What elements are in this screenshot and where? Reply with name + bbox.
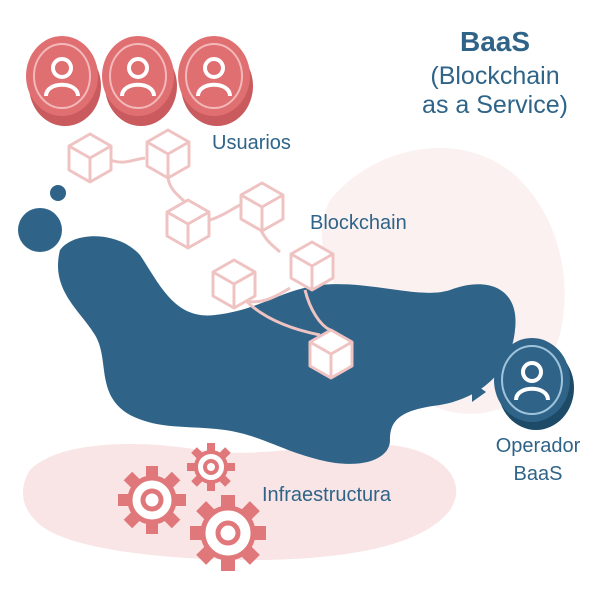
title-subtitle: (Blockchain as a Service) bbox=[395, 62, 595, 120]
label-operator-line2: BaaS bbox=[513, 463, 563, 485]
user-icon bbox=[514, 361, 550, 401]
cube-icon bbox=[289, 240, 335, 292]
gear-icon bbox=[190, 495, 266, 571]
label-users: Usuarios bbox=[212, 132, 291, 154]
navy-dot-small bbox=[50, 185, 66, 201]
navy-dot-large bbox=[18, 208, 62, 252]
cube-icon bbox=[211, 258, 257, 310]
operator-coin bbox=[494, 338, 574, 430]
label-infrastructure: Infraestructura bbox=[262, 484, 391, 506]
users-group bbox=[26, 36, 253, 126]
gear-icon bbox=[187, 443, 235, 491]
infrastructure-blob bbox=[58, 236, 516, 464]
user-icon bbox=[44, 57, 80, 97]
cube-icon bbox=[308, 328, 354, 380]
user-coin-2 bbox=[102, 36, 177, 126]
title-baas: BaaS bbox=[459, 26, 531, 57]
cube-icon bbox=[67, 132, 113, 184]
label-blockchain: Blockchain bbox=[310, 212, 407, 234]
label-operator-line1: Operador bbox=[495, 435, 581, 457]
user-coin-3 bbox=[178, 36, 253, 126]
user-icon bbox=[196, 57, 232, 97]
user-icon bbox=[120, 57, 156, 97]
cube-icon bbox=[145, 128, 191, 180]
label-operator: Operador BaaS bbox=[478, 432, 598, 488]
title-subtitle-line1: (Blockchain bbox=[430, 62, 560, 90]
gears-group bbox=[118, 443, 266, 571]
title-subtitle-line2: as a Service) bbox=[422, 90, 568, 119]
gear-icon bbox=[118, 466, 186, 534]
double-arrow-icon bbox=[416, 382, 486, 402]
cube-icon bbox=[239, 181, 285, 233]
cube-icon bbox=[165, 198, 211, 250]
user-coin-1 bbox=[26, 36, 101, 126]
